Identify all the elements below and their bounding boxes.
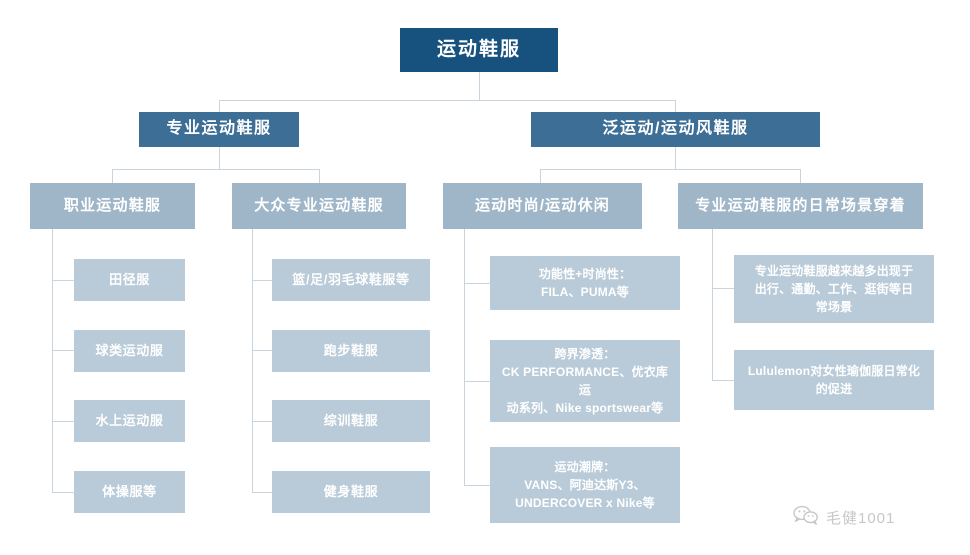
connector-col1-stub-2 xyxy=(52,350,74,351)
connector-lvl2right-drop xyxy=(675,147,676,169)
leaf-lululemon-yoga[interactable]: Lululemon对女性瑜伽服日常化 的促进 xyxy=(734,350,934,410)
connector-col2-stub-3 xyxy=(252,421,272,422)
connector-col3-stub-2 xyxy=(464,381,490,382)
connector-col4-stub-1 xyxy=(712,288,734,289)
connector-to-lvl2-right xyxy=(675,100,676,112)
connector-lvl2left-bar xyxy=(112,169,319,170)
wechat-icon xyxy=(793,505,819,530)
connector-col4-stub-2 xyxy=(712,380,734,381)
leaf-cross-training[interactable]: 综训鞋服 xyxy=(272,400,430,442)
connector-col1-stub-3 xyxy=(52,421,74,422)
leaf-crossover-penetration[interactable]: 跨界渗透： CK PERFORMANCE、优衣库运 动系列、Nike sport… xyxy=(490,340,680,422)
leaf-sport-trend-brands[interactable]: 运动潮牌： VANS、阿迪达斯Y3、 UNDERCOVER x Nike等 xyxy=(490,447,680,523)
node-level2-general-sport[interactable]: 泛运动/运动风鞋服 xyxy=(531,112,820,147)
connector-root-drop xyxy=(479,72,480,100)
connector-col1-stub-4 xyxy=(52,492,74,493)
leaf-function-fashion[interactable]: 功能性+时尚性： FILA、PUMA等 xyxy=(490,256,680,310)
leaf-basketball-football-badminton[interactable]: 篮/足/羽毛球鞋服等 xyxy=(272,259,430,301)
connector-to-lvl2-left xyxy=(219,100,220,112)
connector-col2-stub-1 xyxy=(252,280,272,281)
leaf-gymnastics[interactable]: 体操服等 xyxy=(74,471,185,513)
connector-col2-stub-2 xyxy=(252,350,272,351)
connector-col3-trunk xyxy=(464,229,465,485)
watermark: 毛健1001 xyxy=(793,505,895,530)
connector-col4-trunk xyxy=(712,229,713,380)
node-root[interactable]: 运动鞋服 xyxy=(400,28,558,72)
leaf-daily-scenes-growth[interactable]: 专业运动鞋服越来越多出现于 出行、通勤、工作、逛街等日 常场景 xyxy=(734,255,934,323)
leaf-fitness[interactable]: 健身鞋服 xyxy=(272,471,430,513)
leaf-track-and-field[interactable]: 田径服 xyxy=(74,259,185,301)
connector-lvl2right-bar xyxy=(540,169,800,170)
connector-to-lvl3-3 xyxy=(540,169,541,183)
node-level2-professional[interactable]: 专业运动鞋服 xyxy=(139,112,299,147)
leaf-running[interactable]: 跑步鞋服 xyxy=(272,330,430,372)
connector-to-lvl3-4 xyxy=(800,169,801,183)
node-level3-occupational[interactable]: 职业运动鞋服 xyxy=(30,183,195,229)
connector-col2-trunk xyxy=(252,229,253,492)
leaf-water-sports[interactable]: 水上运动服 xyxy=(74,400,185,442)
node-level3-mass-professional[interactable]: 大众专业运动鞋服 xyxy=(232,183,406,229)
watermark-label: 毛健1001 xyxy=(826,510,896,527)
node-level3-daily-scene[interactable]: 专业运动鞋服的日常场景穿着 xyxy=(678,183,923,229)
connector-col2-stub-4 xyxy=(252,492,272,493)
connector-col1-stub-1 xyxy=(52,280,74,281)
connector-root-bar xyxy=(219,100,675,101)
leaf-ball-sports[interactable]: 球类运动服 xyxy=(74,330,185,372)
connector-to-lvl3-2 xyxy=(319,169,320,183)
connector-to-lvl3-1 xyxy=(112,169,113,183)
connector-lvl2left-drop xyxy=(219,147,220,169)
node-level3-sport-fashion[interactable]: 运动时尚/运动休闲 xyxy=(443,183,642,229)
connector-col3-stub-3 xyxy=(464,485,490,486)
connector-col3-stub-1 xyxy=(464,283,490,284)
connector-col1-trunk xyxy=(52,229,53,492)
